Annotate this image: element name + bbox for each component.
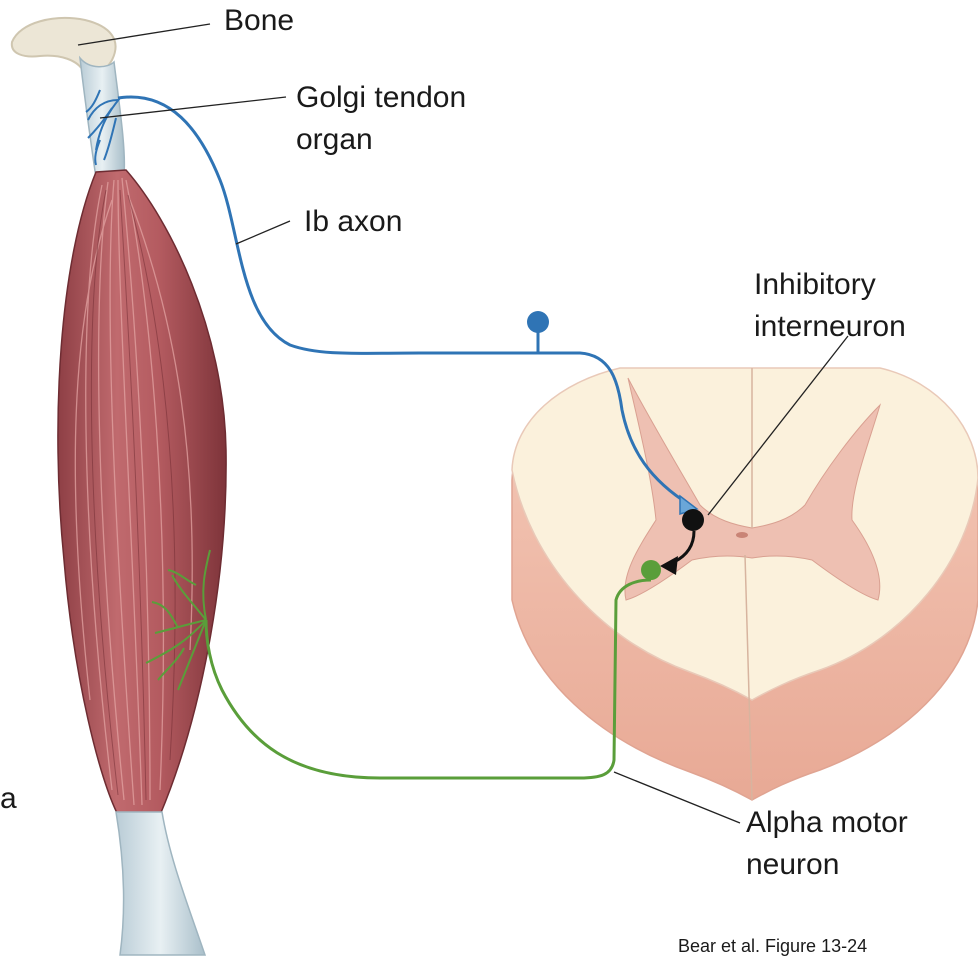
motor-neuron-soma	[641, 560, 661, 580]
label-stray-letter: a	[0, 780, 17, 818]
label-golgi-line2: organ	[296, 121, 373, 159]
label-inhibitory-line2: interneuron	[754, 308, 906, 346]
label-bone: Bone	[224, 2, 294, 40]
leader-ib-axon	[236, 221, 290, 244]
label-ib-axon: Ib axon	[304, 203, 402, 241]
label-alpha-line1: Alpha motor	[746, 804, 908, 842]
lower-tendon	[116, 812, 205, 955]
label-inhibitory-line1: Inhibitory	[754, 266, 876, 304]
spinal-cord	[512, 368, 978, 800]
interneuron-soma	[682, 509, 704, 531]
label-alpha-line2: neuron	[746, 846, 839, 884]
figure-caption: Bear et al. Figure 13-24	[678, 936, 867, 957]
central-canal	[736, 532, 748, 538]
leader-golgi	[100, 97, 286, 118]
label-golgi-line1: Golgi tendon	[296, 79, 466, 117]
dorsal-root-ganglion	[527, 311, 549, 333]
muscle	[58, 170, 226, 815]
